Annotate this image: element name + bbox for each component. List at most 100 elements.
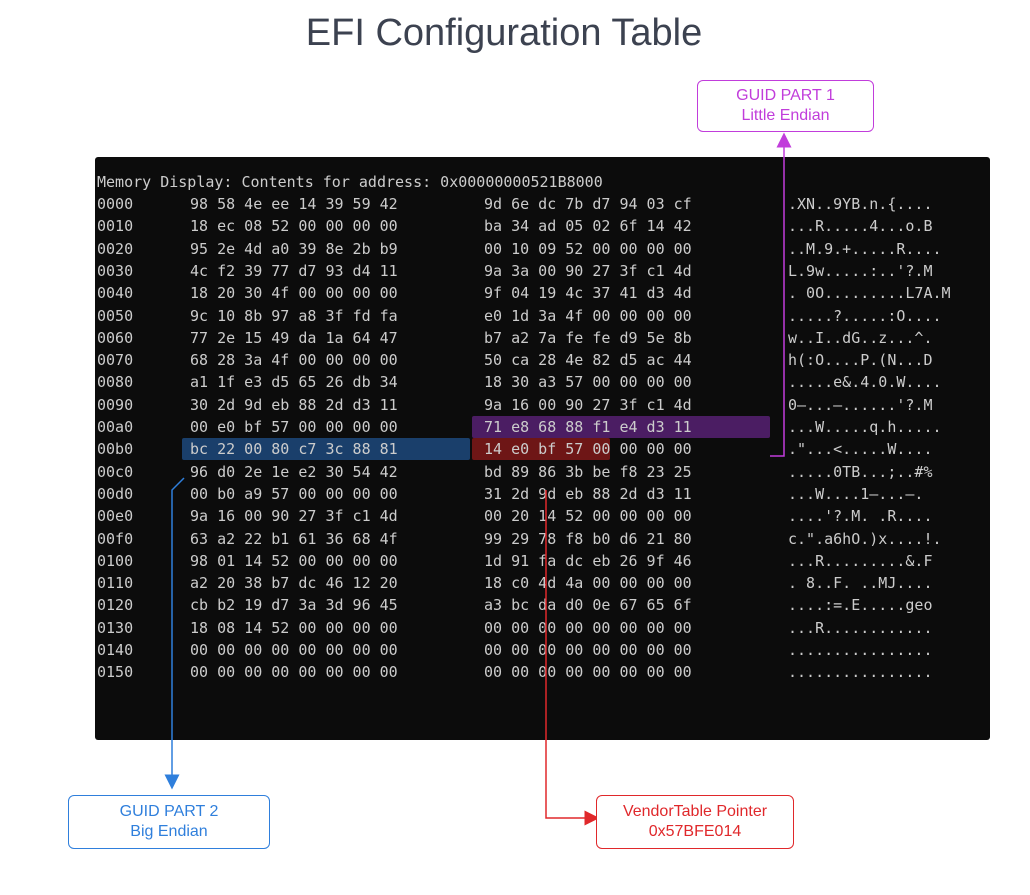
ascii-column: 0–...–......'?.M [788, 395, 933, 414]
hex-bytes-group1: 98 58 4e ee 14 39 59 42 [190, 195, 398, 213]
hex-offset: 0100 [97, 551, 134, 570]
hex-bytes-group2: 18 30 a3 57 00 00 00 00 [484, 373, 692, 392]
hex-bytes-group1: 30 2d 9d eb 88 2d d3 11 [190, 395, 398, 414]
ascii-column: L.9w.....:..'?.M [788, 261, 933, 280]
ascii-column: ...R.........&.F [788, 551, 933, 570]
hex-bytes-group2: e0 1d 3a 4f 00 00 00 00 [484, 306, 692, 325]
ascii-column: .....0TB...;..#% [788, 462, 933, 481]
ascii-column: .....?.....:O.... [788, 306, 942, 325]
hex-offset: 0000 [97, 195, 134, 213]
guid-part2-callout: GUID PART 2 Big Endian [68, 795, 270, 849]
hex-bytes-group2: 00 10 09 52 00 00 00 00 [484, 239, 692, 258]
hex-bytes-group1: 00 00 00 00 00 00 00 00 [190, 641, 398, 659]
ascii-column: .....e&.4.0.W.... [788, 373, 942, 392]
hex-offset: 00e0 [97, 507, 134, 526]
hex-offset: 0080 [97, 373, 134, 392]
hex-bytes-group1: 63 a2 22 b1 61 36 68 4f [190, 529, 398, 548]
hex-bytes-group1: 00 b0 a9 57 00 00 00 00 [190, 484, 398, 503]
hex-offset: 0070 [97, 351, 134, 370]
hex-bytes-group2: b7 a2 7a fe fe d9 5e 8b [484, 328, 692, 347]
hex-bytes-group1: 95 2e 4d a0 39 8e 2b b9 [190, 239, 398, 258]
ascii-column: .XN..9YB.n.{.... [788, 195, 933, 213]
hex-bytes-group1: 9c 10 8b 97 a8 3f fd fa [190, 306, 398, 325]
ascii-column: ....'?.M. .R.... [788, 507, 933, 526]
hex-bytes-group1: 68 28 3a 4f 00 00 00 00 [190, 351, 398, 370]
guid-part1-endianness: Little Endian [741, 107, 830, 124]
hex-offset: 0110 [97, 574, 134, 593]
ascii-column: c.".a6hO.)x....!. [788, 529, 942, 548]
guid-part2-endianness: Big Endian [130, 823, 208, 840]
ascii-column: ....:=.E.....geo [788, 596, 933, 615]
guid-part1-connector [770, 132, 792, 457]
hex-offset: 00a0 [97, 418, 134, 436]
hex-offset: 0050 [97, 306, 134, 325]
hex-offset: 00d0 [97, 484, 134, 503]
hex-bytes-group1: a2 20 38 b7 dc 46 12 20 [190, 574, 398, 593]
ascii-column: . 8..F. ..MJ.... [788, 574, 933, 593]
hex-offset: 0090 [97, 395, 134, 414]
hex-bytes-group1: 00 00 00 00 00 00 00 00 [190, 663, 398, 682]
vendor-table-callout: VendorTable Pointer 0x57BFE014 [596, 795, 794, 849]
hex-bytes-group1: 18 08 14 52 00 00 00 00 [190, 618, 398, 637]
hex-bytes-group1: 9a 16 00 90 27 3f c1 4d [190, 507, 398, 526]
hex-bytes-group2: bd 89 86 3b be f8 23 25 [484, 462, 692, 481]
ascii-column: w..I..dG..z...^. [788, 328, 933, 347]
hex-bytes-group2: 9a 16 00 90 27 3f c1 4d [484, 395, 692, 414]
hex-bytes-group1: a1 1f e3 d5 65 26 db 34 [190, 373, 398, 392]
ascii-column: ."...<.....W.... [788, 440, 933, 459]
guid-part2-highlight [182, 438, 470, 461]
ascii-column: ................ [788, 663, 933, 682]
hex-bytes-group2: 1d 91 fa dc eb 26 9f 46 [484, 551, 692, 570]
hex-bytes-group2: a3 bc da d0 0e 67 65 6f [484, 596, 692, 615]
hex-offset: 00f0 [97, 529, 134, 548]
guid-part2-label: GUID PART 2 [119, 803, 219, 820]
hex-offset: 0010 [97, 217, 134, 236]
hex-offset: 0020 [97, 239, 134, 258]
hex-bytes-group1: 4c f2 39 77 d7 93 d4 11 [190, 261, 398, 280]
hex-bytes-group2: 99 29 78 f8 b0 d6 21 80 [484, 529, 692, 548]
hex-offset: 0030 [97, 261, 134, 280]
hex-bytes-group2: 00 00 00 00 00 00 00 00 [484, 663, 692, 682]
hex-bytes-group2: 9d 6e dc 7b d7 94 03 cf [484, 195, 692, 213]
memory-display-header: Memory Display: Contents for address: 0x… [97, 173, 603, 191]
vendor-table-pointer-highlight [472, 438, 610, 461]
hex-bytes-group1: bc 22 00 80 c7 3c 88 81 [190, 440, 398, 459]
hex-bytes-group1: 00 e0 bf 57 00 00 00 00 [190, 418, 398, 436]
guid-part1-callout: GUID PART 1 Little Endian [697, 80, 874, 132]
ascii-column: h(:O....P.(N...D [788, 351, 933, 370]
hex-offset: 0040 [97, 284, 134, 303]
hex-bytes-group1: cb b2 19 d7 3a 3d 96 45 [190, 596, 398, 615]
guid-part2-connector [164, 477, 185, 790]
hex-offset: 0060 [97, 328, 134, 347]
hex-bytes-group2: 71 e8 68 88 f1 e4 d3 11 [484, 418, 692, 436]
hex-bytes-group2: 50 ca 28 4e 82 d5 ac 44 [484, 351, 692, 370]
hex-offset: 0120 [97, 596, 134, 615]
hex-bytes-group2: 00 00 00 00 00 00 00 00 [484, 618, 692, 637]
ascii-column: ...W.....q.h..... [788, 418, 942, 436]
vendor-table-address: 0x57BFE014 [648, 823, 742, 840]
hex-bytes-group1: 18 20 30 4f 00 00 00 00 [190, 284, 398, 303]
hex-bytes-group2: 14 e0 bf 57 00 00 00 00 [484, 440, 692, 459]
ascii-column: ...R.....4...o.B [788, 217, 933, 236]
hex-offset: 0150 [97, 663, 134, 682]
guid-part1-label: GUID PART 1 [736, 87, 835, 104]
vendor-table-connector [545, 490, 600, 826]
hex-bytes-group1: 96 d0 2e 1e e2 30 54 42 [190, 462, 398, 481]
ascii-column: ..M.9.+.....R.... [788, 239, 942, 258]
hex-bytes-group2: 00 00 00 00 00 00 00 00 [484, 641, 692, 659]
hex-bytes-group2: 18 c0 4d 4a 00 00 00 00 [484, 574, 692, 593]
ascii-column: ...R............ [788, 618, 933, 637]
hex-bytes-group2: 31 2d 9d eb 88 2d d3 11 [484, 484, 692, 503]
hex-offset: 0140 [97, 641, 134, 659]
hex-offset: 00c0 [97, 462, 134, 481]
hex-bytes-group2: 9a 3a 00 90 27 3f c1 4d [484, 261, 692, 280]
hex-bytes-group1: 98 01 14 52 00 00 00 00 [190, 551, 398, 570]
hex-bytes-group1: 77 2e 15 49 da 1a 64 47 [190, 328, 398, 347]
hex-bytes-group1: 18 ec 08 52 00 00 00 00 [190, 217, 398, 236]
diagram-title: EFI Configuration Table [305, 12, 703, 54]
vendor-table-label: VendorTable Pointer [622, 803, 768, 820]
ascii-column: . 0O.........L7A.M [788, 284, 951, 303]
hex-bytes-group2: ba 34 ad 05 02 6f 14 42 [484, 217, 692, 236]
guid-part1-highlight [472, 416, 770, 438]
